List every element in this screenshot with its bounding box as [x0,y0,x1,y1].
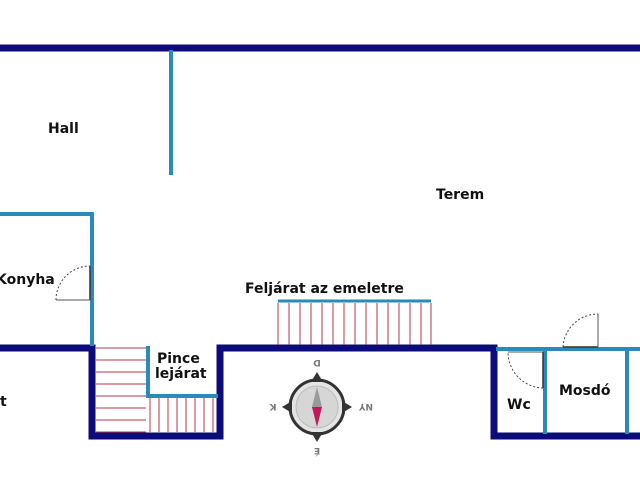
compass-east-pointer [342,401,352,413]
compass-letter-bottom: É [314,445,320,457]
compass-needle-red [312,407,322,427]
compass-north-pointer [311,372,323,382]
compass-south-pointer [311,432,323,442]
compass-letter-top: D [313,357,320,367]
terem-label: Terem [436,187,484,203]
stairs-cellar-left [96,347,146,433]
pince-label-line2: lejárat [155,366,207,382]
hall-label: Hall [48,121,79,137]
compass-letter-right: NY [358,401,373,411]
wc-label: Wc [507,397,531,413]
compass: D É NY K [268,357,373,457]
doors [55,265,599,389]
inner-walls [0,50,640,434]
pince-landing-wall [146,346,218,398]
wc-door [507,351,544,389]
compass-needle-light [312,387,322,407]
mosdo-label: Mosdó [559,383,611,399]
compass-letter-left: K [268,401,276,411]
mosdo-door [562,313,599,348]
pince-label-line1: Pince [157,351,200,367]
compass-west-pointer [282,401,292,413]
stairs-up [277,299,432,345]
left-partial-label: t [0,394,7,410]
stairs-cellar-right [149,398,214,432]
stair-well-wall [88,344,640,440]
kitchen-wall [0,212,94,346]
kitchen-door [55,265,91,301]
konyha-label: Konyha [0,272,55,288]
outer-walls [0,44,640,440]
stairs-up-label: Feljárat az emeletre [245,281,404,297]
